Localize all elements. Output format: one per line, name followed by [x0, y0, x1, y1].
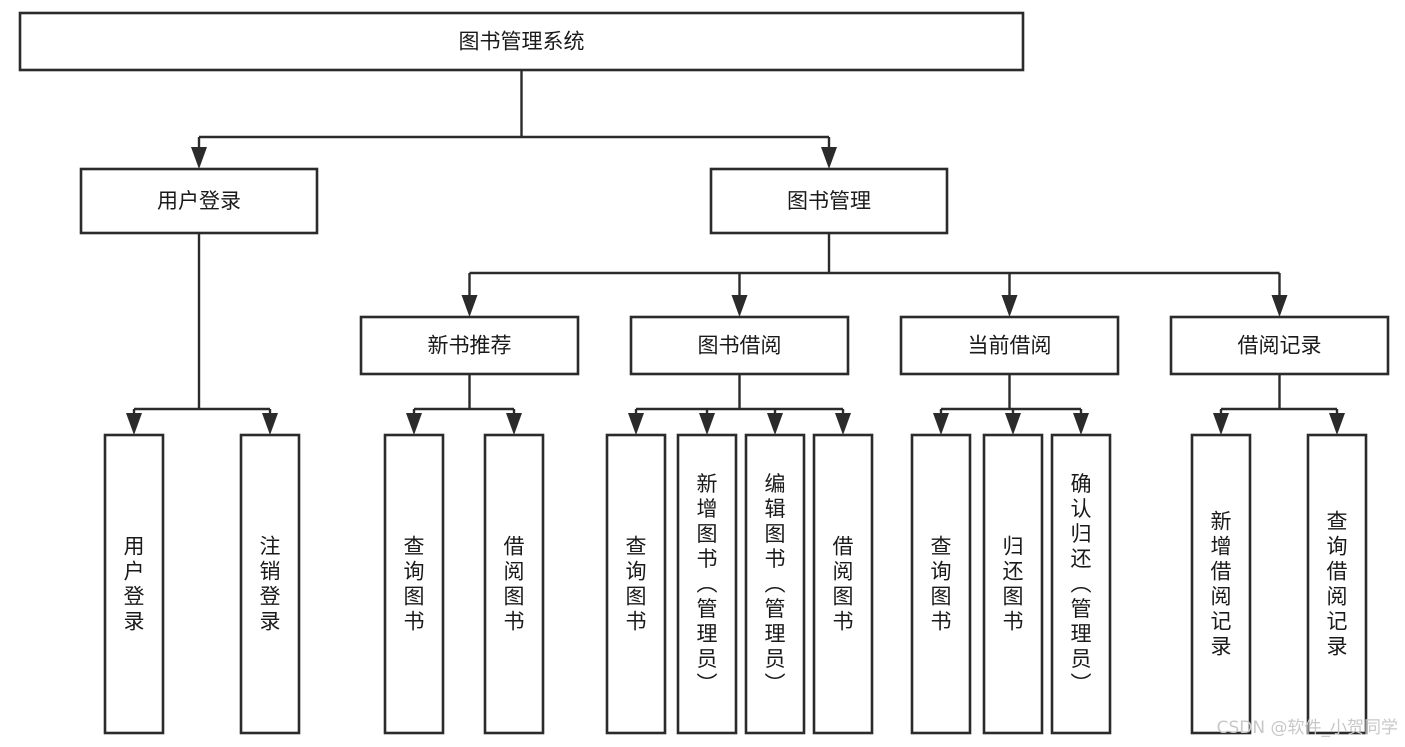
node-box-leaf-rec-add[interactable] — [1190, 433, 1252, 735]
connector-borrow — [628, 374, 851, 435]
node-leaf-rec-query[interactable]: 查询借阅记录 — [1306, 433, 1368, 735]
node-bookmgmt[interactable]: 图书管理 — [709, 167, 949, 235]
node-box-leaf-nb-query[interactable] — [383, 433, 445, 735]
node-leaf-bb-query[interactable]: 查询图书 — [605, 433, 667, 735]
node-box-records[interactable] — [1169, 315, 1390, 376]
node-box-login[interactable] — [79, 167, 319, 235]
node-leaf-bb-borrow[interactable]: 借阅图书 — [812, 433, 874, 735]
node-box-leaf-bb-edit[interactable] — [744, 433, 806, 735]
node-leaf-rec-add[interactable]: 新增借阅记录 — [1190, 433, 1252, 735]
node-label-leaf-bb-borrow: 借阅图书 — [833, 535, 854, 634]
node-box-borrow[interactable] — [629, 315, 850, 376]
node-label-leaf-nb-query: 查询图书 — [404, 535, 425, 634]
node-box-leaf-rec-query[interactable] — [1306, 433, 1368, 735]
connector-login — [126, 233, 278, 435]
node-box-leaf-user-logout[interactable] — [239, 433, 301, 735]
node-leaf-bb-edit[interactable]: 编辑图书︵管理员︶ — [744, 433, 806, 735]
node-box-newbook[interactable] — [359, 315, 580, 376]
node-label-leaf-bb-edit: 编辑图书︵管理员︶ — [765, 472, 786, 696]
node-box-root[interactable] — [18, 11, 1025, 72]
node-box-current[interactable] — [899, 315, 1120, 376]
node-login[interactable]: 用户登录 — [79, 167, 319, 235]
connector-current — [933, 374, 1089, 435]
nodes-group: 图书管理系统用户登录图书管理新书推荐图书借阅当前借阅借阅记录用户登录注销登录查询… — [18, 11, 1390, 735]
node-box-leaf-bb-borrow[interactable] — [812, 433, 874, 735]
node-box-leaf-cur-query[interactable] — [910, 433, 972, 735]
node-leaf-cur-return[interactable]: 归还图书 — [982, 433, 1044, 735]
node-box-leaf-user-login[interactable] — [103, 433, 165, 735]
node-label-login: 用户登录 — [157, 189, 241, 213]
node-current[interactable]: 当前借阅 — [899, 315, 1120, 376]
connectors-group — [126, 70, 1345, 435]
node-label-leaf-user-logout: 注销登录 — [260, 535, 281, 634]
node-leaf-user-login[interactable]: 用户登录 — [103, 433, 165, 735]
node-label-leaf-rec-add: 新增借阅记录 — [1211, 510, 1232, 659]
node-label-leaf-rec-query: 查询借阅记录 — [1327, 510, 1348, 659]
node-borrow[interactable]: 图书借阅 — [629, 315, 850, 376]
node-box-leaf-cur-confirm[interactable] — [1050, 433, 1112, 735]
node-box-leaf-cur-return[interactable] — [982, 433, 1044, 735]
node-leaf-nb-borrow[interactable]: 借阅图书 — [483, 433, 545, 735]
node-label-borrow: 图书借阅 — [698, 334, 782, 358]
node-box-bookmgmt[interactable] — [709, 167, 949, 235]
node-box-leaf-bb-query[interactable] — [605, 433, 667, 735]
node-root[interactable]: 图书管理系统 — [18, 11, 1025, 72]
node-label-root: 图书管理系统 — [459, 30, 585, 54]
node-label-leaf-cur-return: 归还图书 — [1003, 535, 1024, 634]
node-box-leaf-nb-borrow[interactable] — [483, 433, 545, 735]
node-label-leaf-user-login: 用户登录 — [124, 535, 145, 634]
node-leaf-nb-query[interactable]: 查询图书 — [383, 433, 445, 735]
node-newbook[interactable]: 新书推荐 — [359, 315, 580, 376]
node-label-leaf-nb-borrow: 借阅图书 — [504, 535, 525, 634]
connector-bookmgmt — [461, 233, 1288, 317]
node-label-leaf-bb-query: 查询图书 — [626, 535, 647, 634]
node-leaf-user-logout[interactable]: 注销登录 — [239, 433, 301, 735]
node-label-leaf-bb-add: 新增图书︵管理员︶ — [697, 472, 718, 696]
node-records[interactable]: 借阅记录 — [1169, 315, 1390, 376]
connector-root — [191, 70, 837, 169]
node-leaf-bb-add[interactable]: 新增图书︵管理员︶ — [676, 433, 738, 735]
node-label-current: 当前借阅 — [968, 334, 1052, 358]
node-label-leaf-cur-query: 查询图书 — [931, 535, 952, 634]
node-label-leaf-cur-confirm: 确认归还︵管理员︶ — [1071, 472, 1092, 696]
node-leaf-cur-query[interactable]: 查询图书 — [910, 433, 972, 735]
csdn-watermark: CSDN @软件_小贺同学 — [1217, 718, 1398, 738]
node-label-bookmgmt: 图书管理 — [787, 189, 871, 213]
node-leaf-cur-confirm[interactable]: 确认归还︵管理员︶ — [1050, 433, 1112, 735]
node-label-newbook: 新书推荐 — [428, 334, 512, 358]
node-box-leaf-bb-add[interactable] — [676, 433, 738, 735]
node-label-records: 借阅记录 — [1238, 334, 1322, 358]
connector-records — [1213, 374, 1345, 435]
connector-newbook — [406, 374, 522, 435]
